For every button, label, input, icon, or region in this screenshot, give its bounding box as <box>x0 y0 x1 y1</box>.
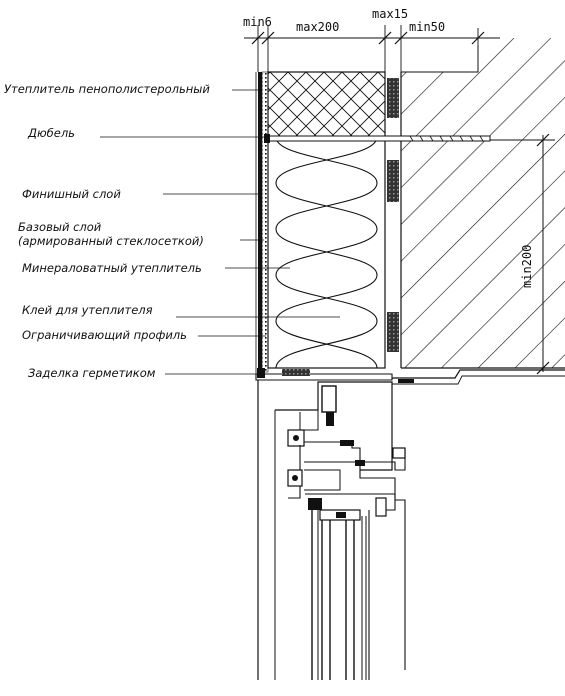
limiting-profile <box>255 72 393 381</box>
dim-max200: max200 <box>296 20 339 34</box>
mineral-wool-insulation <box>267 136 386 369</box>
dowel <box>264 134 491 143</box>
dim-min200: min200 <box>520 245 534 288</box>
window-frame-profile <box>257 380 406 680</box>
label-limiting-profile: Ограничивающий профиль <box>22 328 187 342</box>
label-mineral-wool: Минераловатный утеплитель <box>22 261 202 275</box>
dim-min50: min50 <box>409 20 445 34</box>
side-dimension-min200: min200 <box>490 133 555 375</box>
label-base-layer-reinforced: (армированный стеклосеткой) <box>18 234 204 248</box>
label-adhesive: Клей для утеплителя <box>22 303 153 317</box>
label-dowel: Дюбель <box>27 126 75 140</box>
top-dimension-chain: min6 max200 max15 min50 <box>243 7 500 72</box>
label-finish-layer: Финишный слой <box>22 187 121 201</box>
adhesive-dabs <box>384 72 399 368</box>
label-base-layer: Базовый слой <box>18 220 102 234</box>
label-eps-insulation: Утеплитель пенополистерольный <box>4 82 210 96</box>
masonry-wall <box>400 38 565 369</box>
dim-max15: max15 <box>372 7 408 21</box>
render-layers <box>258 71 269 373</box>
callout-labels: Утеплитель пенополистерольный Дюбель Фин… <box>4 82 210 380</box>
dim-min6: min6 <box>243 15 272 29</box>
label-sealant: Заделка герметиком <box>28 366 156 380</box>
leader-lines <box>100 89 340 375</box>
window-head-flashing <box>392 369 565 385</box>
eps-insulation-block <box>267 71 386 138</box>
